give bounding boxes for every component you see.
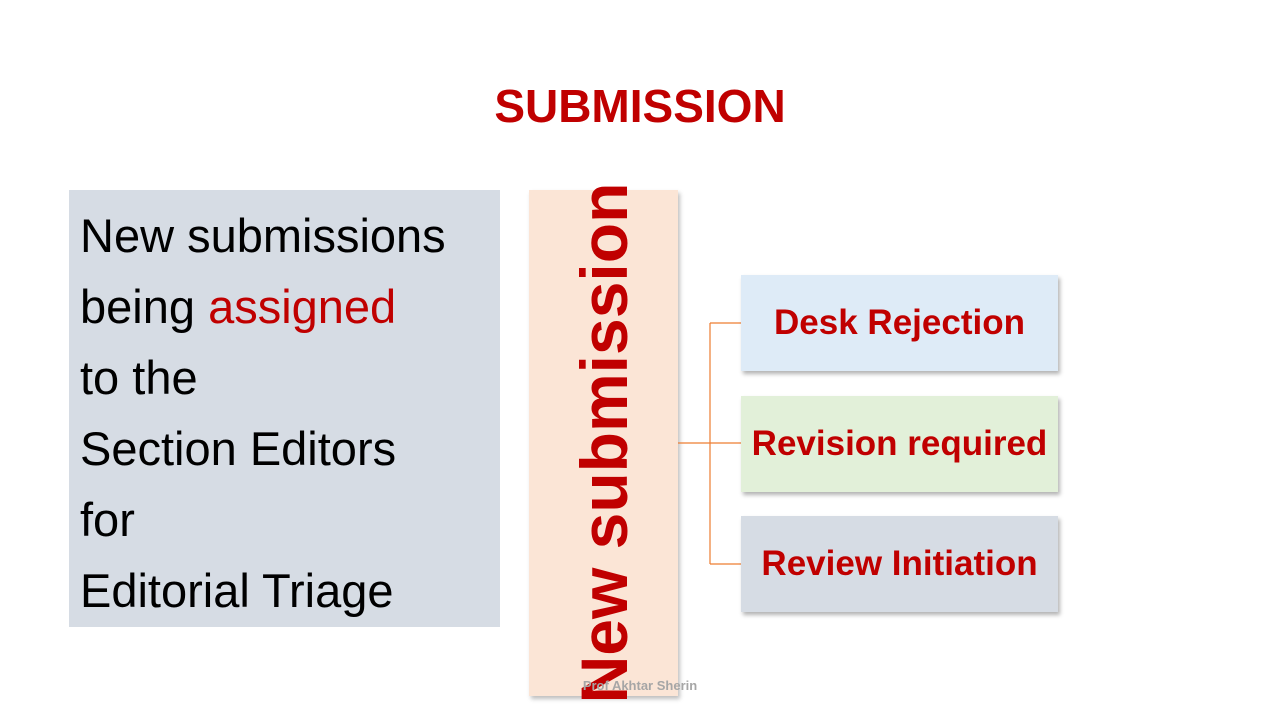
description-line-5: for	[80, 493, 135, 546]
description-line-2: being assigned	[80, 271, 500, 342]
section-editors-highlight: Section Editors	[80, 422, 397, 475]
root-node-new-submission: New submission	[529, 183, 678, 703]
assigned-highlight: assigned	[208, 280, 397, 333]
description-line-3: to the	[80, 351, 198, 404]
description-line-2-prefix: being	[80, 280, 209, 333]
node-review-initiation: Review Initiation	[741, 516, 1058, 612]
description-line-1: New submissions	[80, 209, 446, 262]
editorial-triage-highlight: Editorial Triage	[80, 564, 394, 617]
node-desk-rejection: Desk Rejection	[741, 275, 1058, 371]
slide-title: SUBMISSION	[494, 80, 786, 132]
root-node-label: New submission	[566, 182, 641, 704]
footer-author: Prof Akhtar Sherin	[582, 678, 698, 693]
node-revision-required: Revision required	[741, 396, 1058, 492]
description-box: New submissions being assigned to the Se…	[69, 190, 500, 627]
